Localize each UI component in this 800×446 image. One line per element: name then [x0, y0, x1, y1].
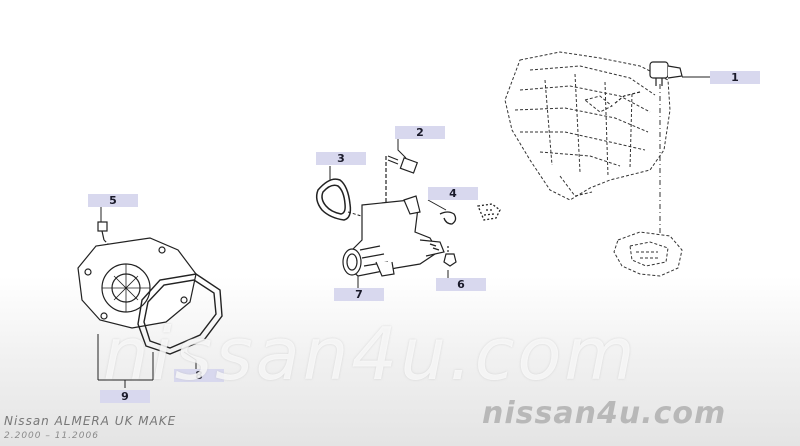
- brand-text: nissan4u.com: [482, 396, 727, 431]
- watermark-text: nissan4u.com: [103, 312, 638, 396]
- callout-9: 9: [100, 390, 150, 403]
- callout-6: 6: [436, 278, 486, 291]
- pump-gasket-part-8: [137, 273, 223, 355]
- callout-3: 3: [316, 152, 366, 165]
- callout-8: 8: [174, 369, 224, 382]
- callout-7: 7: [334, 288, 384, 301]
- clip-part-4: [439, 203, 501, 225]
- callout-2: 2: [395, 126, 445, 139]
- callout-1: 1: [710, 71, 760, 84]
- water-outlet-part-7: [342, 195, 445, 277]
- production-dates: 2.2000 – 11.2006: [4, 431, 99, 441]
- gasket-part-3: [315, 178, 369, 221]
- callout-9-bracket: [97, 334, 154, 388]
- plug-part-6: [443, 246, 457, 267]
- callout-4: 4: [428, 187, 478, 200]
- water-pump-part-9: [77, 237, 197, 329]
- sensor-part-1: [613, 61, 683, 105]
- engine-block: [504, 51, 671, 201]
- model-title: Nissan ALMERA UK MAKE: [4, 414, 177, 428]
- lower-housing: [613, 231, 683, 277]
- callout-5: 5: [88, 194, 138, 207]
- leader-lines: [100, 76, 710, 372]
